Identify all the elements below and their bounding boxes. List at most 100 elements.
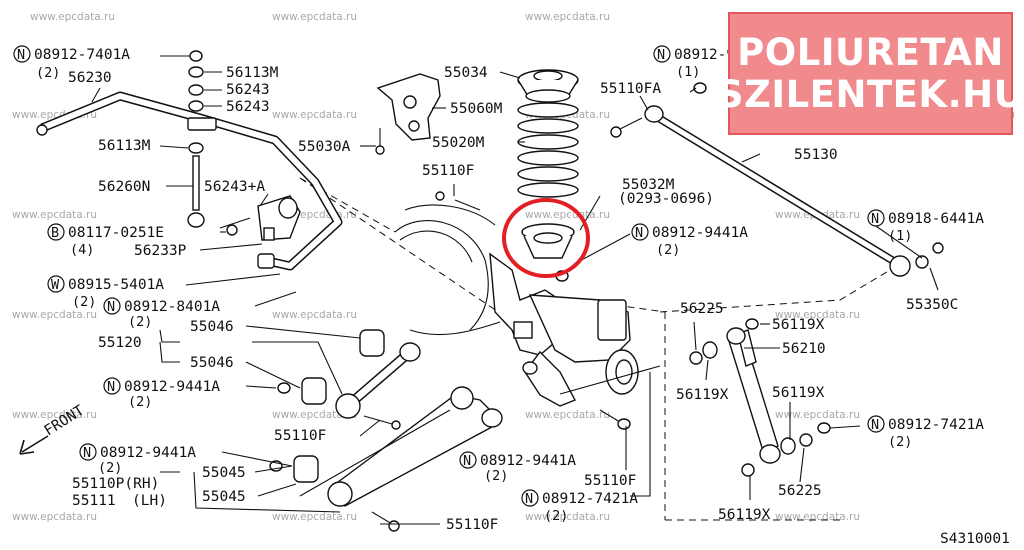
watermark: www.epcdata.ru: [525, 209, 610, 221]
watermark: www.epcdata.ru: [272, 511, 357, 523]
n-prefix-icon: N: [103, 297, 121, 315]
part-label: 08117-0251E: [68, 225, 164, 241]
part-label: 55045: [202, 465, 246, 481]
part-label: 56230: [68, 70, 112, 86]
coil-spring-assembly: [517, 69, 579, 282]
part-label: 56243: [226, 82, 270, 98]
part-label: 55030A: [298, 139, 351, 155]
svg-text:N: N: [83, 445, 91, 461]
qty-label: (2): [484, 468, 508, 484]
part-label: 08912-7421A: [542, 491, 638, 507]
svg-text:B: B: [51, 225, 59, 241]
part-label: 08912-9441A: [652, 225, 748, 241]
watermark: www.epcdata.ru: [12, 511, 97, 523]
part-label: 08912-7421A: [888, 417, 984, 433]
n-prefix-icon: N: [653, 45, 671, 63]
svg-text:N: N: [107, 379, 115, 395]
n-prefix-icon: N: [631, 223, 649, 241]
part-label: 55110FA: [600, 81, 661, 97]
rear-lower-arm: [269, 386, 503, 532]
qty-label: (2): [544, 508, 568, 524]
prefix-markers: N B W N N N N N N N N N: [13, 45, 885, 507]
stabilizer-link: [187, 50, 301, 241]
wheel-arch: [394, 204, 501, 336]
part-label: 55034: [444, 65, 488, 81]
part-label: 56119X: [676, 387, 729, 403]
part-label: 55046: [190, 355, 234, 371]
qty-label: (2): [36, 65, 60, 81]
part-label: 08918-6441A: [888, 211, 984, 227]
part-label: 56119X: [718, 507, 771, 523]
part-label: 56243+A: [204, 179, 265, 195]
svg-text:N: N: [17, 47, 25, 63]
svg-text:N: N: [525, 491, 533, 507]
front-lower-arms: [277, 329, 421, 430]
part-label: 56113M: [98, 138, 151, 154]
watermark: www.epcdata.ru: [775, 309, 860, 321]
n-prefix-icon: N: [867, 209, 885, 227]
part-label: 55110F: [422, 163, 474, 179]
part-label: 56210: [782, 341, 826, 357]
stabilizer-bar: [36, 91, 343, 271]
qty-label: (2): [888, 434, 912, 450]
part-label: 55110F: [584, 473, 636, 489]
watermark: www.epcdata.ru: [272, 309, 357, 321]
qty-label: (2): [656, 242, 680, 258]
n-prefix-icon: N: [13, 45, 31, 63]
svg-text:N: N: [463, 453, 471, 469]
part-label: 56225: [680, 301, 724, 317]
shock-absorber: [689, 318, 831, 477]
b-prefix-icon: B: [47, 223, 65, 241]
watermark: www.epcdata.ru: [272, 11, 357, 23]
part-label: 55060M: [450, 101, 503, 117]
part-label: (0293-0696): [618, 191, 714, 207]
part-label: 56119X: [772, 317, 825, 333]
watermark: www.epcdata.ru: [775, 409, 860, 421]
watermark: www.epcdata.ru: [12, 409, 97, 421]
diagram-code: S4310001: [940, 531, 1010, 546]
n-prefix-icon: N: [79, 443, 97, 461]
n-prefix-icon: N: [867, 415, 885, 433]
svg-text:N: N: [107, 299, 115, 315]
part-label: 55046: [190, 319, 234, 335]
part-label: 55020M: [432, 135, 485, 151]
watermark: www.epcdata.ru: [12, 209, 97, 221]
leader-lines: [91, 55, 939, 525]
qty-label: (1): [676, 64, 700, 80]
banner-line-2: SZILENTEK.HU: [716, 72, 1024, 116]
lateral-link-55130: [610, 82, 944, 277]
part-label: 55032M: [622, 177, 675, 193]
part-label: 55045: [202, 489, 246, 505]
mount-bracket: [375, 73, 441, 155]
part-label: 56119X: [772, 385, 825, 401]
svg-text:N: N: [871, 417, 879, 433]
part-labels: 08912-7401A (2) 56230 56113M 56243 56243…: [34, 47, 1010, 547]
qty-label: (4): [70, 242, 94, 258]
svg-text:W: W: [51, 277, 60, 293]
qty-label: (2): [128, 394, 152, 410]
part-label: (LH): [132, 493, 167, 509]
qty-label: (1): [888, 228, 912, 244]
svg-text:N: N: [635, 225, 643, 241]
w-prefix-icon: W: [47, 275, 65, 293]
part-label: 56233P: [134, 243, 187, 259]
n-prefix-icon: N: [521, 489, 539, 507]
part-label: 08912-8401A: [124, 299, 220, 315]
part-label: 56260N: [98, 179, 150, 195]
knuckle-assembly: [435, 191, 639, 430]
part-label: 08915-5401A: [68, 277, 164, 293]
highlight-circle: [502, 198, 590, 278]
svg-text:N: N: [871, 211, 879, 227]
part-label: 55110F: [274, 428, 326, 444]
watermark: www.epcdata.ru: [12, 309, 97, 321]
watermark: www.epcdata.ru: [525, 11, 610, 23]
part-label: 56243: [226, 99, 270, 115]
watermark: www.epcdata.ru: [775, 511, 860, 523]
qty-label: (2): [128, 314, 152, 330]
part-label: 55110F: [446, 517, 498, 533]
part-label: 55110P(RH): [72, 476, 159, 492]
part-label: 56225: [778, 483, 822, 499]
part-label: 55111: [72, 493, 116, 509]
